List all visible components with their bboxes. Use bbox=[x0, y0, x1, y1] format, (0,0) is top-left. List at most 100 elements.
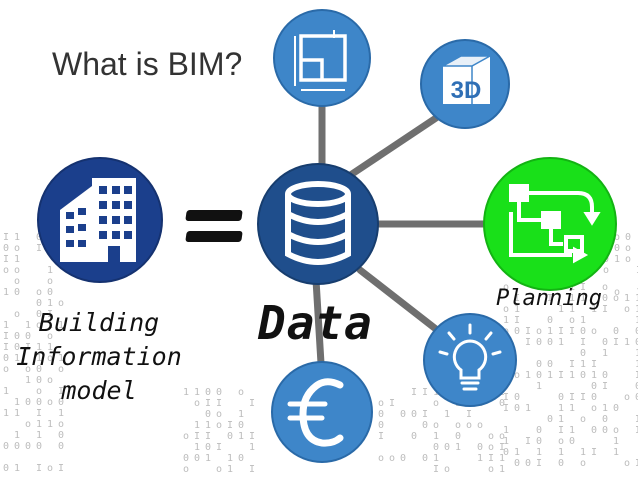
binary-digit: 0 bbox=[183, 453, 189, 464]
binary-digit: 1 bbox=[503, 436, 509, 447]
binary-digit: 1 bbox=[3, 408, 9, 419]
binary-digit: o bbox=[183, 464, 189, 475]
binary-digit: I bbox=[580, 392, 586, 403]
binary-digit: 1 bbox=[14, 353, 20, 364]
binary-digit: o bbox=[503, 304, 509, 315]
binary-digit: 0 bbox=[580, 348, 586, 359]
binary-digit: I bbox=[580, 282, 586, 293]
binary-digit: 0 bbox=[25, 331, 31, 342]
cube-3d-node: 3D bbox=[420, 39, 510, 129]
binary-digit: 1 bbox=[238, 409, 244, 420]
binary-digit: 1 bbox=[499, 464, 505, 475]
binary-digit: o bbox=[455, 420, 461, 431]
binary-digit: 1 bbox=[591, 304, 597, 315]
binary-digit: 0 bbox=[36, 298, 42, 309]
binary-digit: 1 bbox=[14, 430, 20, 441]
binary-digit: 1 bbox=[635, 304, 638, 315]
binary-digit: 1 bbox=[14, 408, 20, 419]
binary-digit: o bbox=[624, 392, 630, 403]
binary-digit: 1 bbox=[558, 304, 564, 315]
binary-digit: 1 bbox=[503, 315, 509, 326]
binary-digit: o bbox=[58, 298, 64, 309]
floor-plan-icon bbox=[294, 30, 347, 91]
binary-digit: 0 bbox=[378, 420, 384, 431]
binary-digit: o bbox=[47, 463, 53, 474]
binary-digit: 1 bbox=[602, 403, 608, 414]
binary-digit: 0 bbox=[36, 375, 42, 386]
binary-digit: o bbox=[466, 420, 472, 431]
binary-digit: I bbox=[514, 293, 520, 304]
binary-digit: 1 bbox=[14, 397, 20, 408]
binary-digit: 1 bbox=[635, 315, 638, 326]
binary-digit: o bbox=[488, 431, 494, 442]
binary-digit: o bbox=[603, 265, 609, 276]
binary-digit: 1 bbox=[433, 387, 439, 398]
binary-digit: o bbox=[47, 397, 53, 408]
building-node bbox=[37, 157, 163, 283]
binary-digit: o bbox=[58, 364, 64, 375]
binary-digit: o bbox=[499, 431, 505, 442]
binary-digit: 0 bbox=[602, 293, 608, 304]
binary-digit: 1 bbox=[536, 381, 542, 392]
binary-digit: o bbox=[58, 419, 64, 430]
binary-digit: 0 bbox=[558, 392, 564, 403]
binary-digit: 1 bbox=[499, 453, 505, 464]
binary-digit: o bbox=[602, 282, 608, 293]
binary-digit: 1 bbox=[624, 337, 630, 348]
binary-digit: o bbox=[216, 420, 222, 431]
binary-digit: 0 bbox=[580, 326, 586, 337]
binary-digit: I bbox=[227, 420, 233, 431]
binary-digit: 0 bbox=[58, 441, 64, 452]
binary-digit: 0 bbox=[36, 232, 42, 243]
binary-digit: o bbox=[514, 370, 520, 381]
binary-digit: 1 bbox=[36, 353, 42, 364]
binary-digit: I bbox=[47, 309, 53, 320]
binary-digit: 1 bbox=[183, 387, 189, 398]
page-title: What is BIM? bbox=[52, 46, 243, 82]
binary-digit: 0 bbox=[3, 463, 9, 474]
database-icon bbox=[285, 181, 351, 265]
binary-digit: 0 bbox=[411, 431, 417, 442]
binary-digit: 0 bbox=[558, 458, 564, 469]
binary-digit: 0 bbox=[238, 453, 244, 464]
binary-digit: 1 bbox=[580, 447, 586, 458]
binary-digit: I bbox=[249, 431, 255, 442]
binary-digit: I bbox=[602, 304, 608, 315]
binary-digit: 1 bbox=[558, 403, 564, 414]
binary-digit: 1 bbox=[525, 370, 531, 381]
floor-plan-node bbox=[273, 9, 371, 107]
binary-digit: o bbox=[216, 409, 222, 420]
lightbulb-icon bbox=[438, 323, 502, 391]
binary-digit: 1 bbox=[477, 453, 483, 464]
binary-digit: 1 bbox=[591, 370, 597, 381]
binary-digit: I bbox=[525, 337, 531, 348]
binary-digit: I bbox=[602, 381, 608, 392]
binary-digit: 0 bbox=[514, 458, 520, 469]
binary-digit: 1 bbox=[613, 447, 619, 458]
binary-digit: 1 bbox=[569, 425, 575, 436]
binary-digit: o bbox=[378, 453, 384, 464]
binary-digit: 1 bbox=[433, 431, 439, 442]
binary-digit: I bbox=[536, 458, 542, 469]
euro-icon bbox=[287, 378, 344, 447]
binary-digit: 0 bbox=[58, 397, 64, 408]
binary-digit: 0 bbox=[536, 337, 542, 348]
binary-digit: I bbox=[3, 254, 9, 265]
binary-digit: o bbox=[591, 326, 597, 337]
binary-digit: o bbox=[36, 320, 42, 331]
binary-digit: 0 bbox=[536, 370, 542, 381]
binary-digit: 1 bbox=[433, 453, 439, 464]
binary-digit: 0 bbox=[205, 442, 211, 453]
binary-digit: 0 bbox=[547, 359, 553, 370]
binary-digit: 0 bbox=[400, 409, 406, 420]
binary-digit: 1 bbox=[25, 375, 31, 386]
binary-digit: I bbox=[525, 436, 531, 447]
binary-digit: I bbox=[558, 326, 564, 337]
binary-digit: 1 bbox=[3, 386, 9, 397]
binary-digit: o bbox=[216, 464, 222, 475]
binary-digit: 1 bbox=[47, 265, 53, 276]
binary-digit: 0 bbox=[227, 431, 233, 442]
binary-digit: 1 bbox=[249, 442, 255, 453]
binary-digit: 0 bbox=[602, 370, 608, 381]
binary-digit: 1 bbox=[58, 408, 64, 419]
